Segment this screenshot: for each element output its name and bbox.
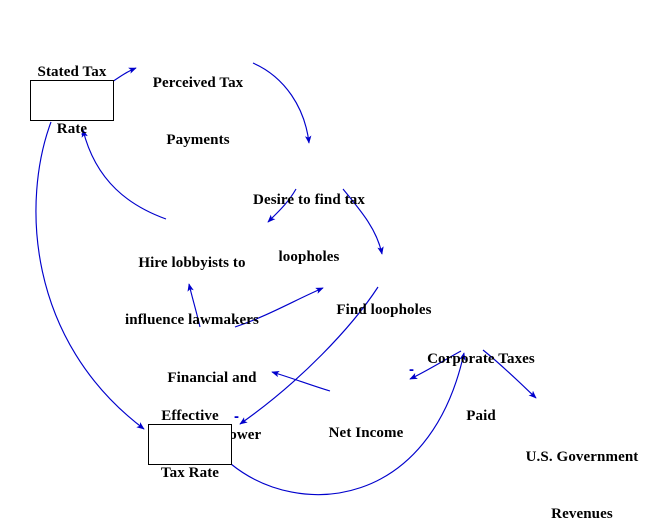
node-hire-lobbyists-line2: influence lawmakers [125,312,259,328]
node-desire-to-find-tax-loopholes[interactable]: Desire to find tax loopholes [238,153,380,305]
node-find-loopholes-line1: Find loopholes [336,302,432,318]
node-us-government-revenues[interactable]: U.S. Government Revenues [518,410,646,530]
node-stated-tax-rate[interactable]: Stated Tax Rate [30,64,114,137]
node-us-government-revenues-line1: U.S. Government [525,449,639,465]
polarity-minus-effective-tax-rate: - [234,408,239,425]
node-find-loopholes[interactable]: Find loopholes [326,263,442,358]
link-power-to-find-loopholes [234,287,324,328]
node-corporate-taxes-paid-line2: Paid [466,408,496,424]
link-desire-to-hire-lobbyists [267,188,297,223]
link-corporate-taxes-to-net-income [409,350,462,380]
node-hire-lobbyists[interactable]: Hire lobbyists to influence lawmakers [110,216,274,368]
node-perceived-tax-payments[interactable]: Perceived Tax Payments [140,36,256,188]
node-desire-to-find-tax-loopholes-line2: loopholes [278,249,340,265]
link-power-to-lobbyists [187,283,201,328]
node-corporate-taxes-paid-line1: Corporate Taxes [427,351,535,367]
node-desire-to-find-tax-loopholes-line1: Desire to find tax [253,192,365,208]
link-effective-to-corporate-taxes [230,352,466,496]
link-desire-to-find-loopholes [342,188,384,255]
node-us-government-revenues-line2: Revenues [551,506,613,522]
link-perceived-to-desire [252,62,312,144]
polarity-minus-net-income: - [409,361,414,378]
node-stated-tax-rate-line1: Stated Tax [37,63,107,80]
link-net-income-to-power [271,371,331,392]
link-find-loopholes-to-effective [239,286,379,425]
link-lobbyists-to-stated [81,129,167,220]
node-corporate-taxes-paid[interactable]: Corporate Taxes Paid [418,312,544,464]
link-corporate-taxes-to-revenues [482,349,537,399]
node-effective-tax-rate-line1: Effective [161,407,219,424]
node-effective-tax-rate[interactable]: Effective Tax Rate [148,408,232,481]
node-hire-lobbyists-line1: Hire lobbyists to [138,255,246,271]
polarity-minus-stated-tax-rate: - [81,125,86,142]
node-financial-political-power-line1: Financial and [167,370,257,386]
node-net-income-line1: Net Income [328,425,404,441]
node-stated-tax-rate-line2: Rate [56,120,88,137]
node-perceived-tax-payments-line2: Payments [166,132,230,148]
link-stated-to-effective [35,121,145,430]
node-perceived-tax-payments-line1: Perceived Tax [152,75,244,91]
node-effective-tax-rate-line2: Tax Rate [160,464,220,481]
node-net-income[interactable]: Net Income [320,386,412,481]
